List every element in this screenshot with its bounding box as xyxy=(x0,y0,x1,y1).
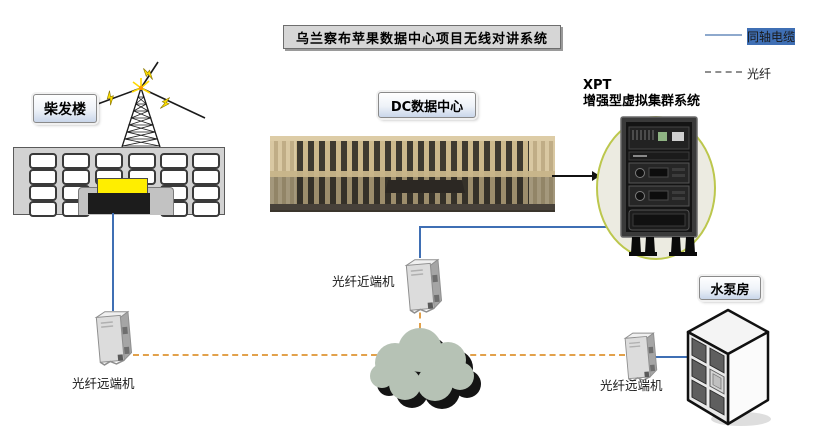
diesel-building xyxy=(13,147,225,217)
coax-line-near-to-rack xyxy=(419,226,620,228)
signal-burst-icon xyxy=(131,78,151,94)
window xyxy=(29,201,57,217)
window xyxy=(192,153,220,169)
fiber-remote-right-label: 光纤远端机 xyxy=(600,378,663,393)
diesel-building-label: 柴发楼 xyxy=(33,94,97,123)
window xyxy=(160,153,188,169)
coax-line-near-vertical xyxy=(419,226,421,258)
window xyxy=(192,201,220,217)
facade-parapet xyxy=(270,136,555,141)
dc-datacenter-label: DC数据中心 xyxy=(378,92,476,118)
facade-base xyxy=(270,204,555,210)
fiber-line-near-to-cloud xyxy=(419,302,421,329)
xpt-title: XPT xyxy=(583,78,612,93)
window xyxy=(192,185,220,201)
dc-datacenter-building xyxy=(270,136,555,212)
window xyxy=(192,169,220,185)
legend-coax-label: 同轴电缆 xyxy=(747,28,796,45)
arrow-head-icon xyxy=(592,171,600,181)
network-cloud-icon xyxy=(370,328,481,409)
window xyxy=(160,169,188,185)
legend-fiber-label: 光纤 xyxy=(747,67,772,81)
facade-band xyxy=(270,171,555,177)
fiber-near-unit-label: 光纤近端机 xyxy=(332,274,395,289)
pump-house-label: 水泵房 xyxy=(699,276,761,300)
arrow-dc-to-rack xyxy=(552,175,594,177)
xpt-subtitle: 增强型虚拟集群系统 xyxy=(583,94,701,109)
window xyxy=(62,153,90,169)
legend-fiber-line-icon xyxy=(705,71,742,73)
fiber-near-unit-icon xyxy=(399,252,448,316)
window xyxy=(95,153,123,169)
fiber-remote-left-icon xyxy=(89,304,138,368)
diagram-title: 乌兰察布苹果数据中心项目无线对讲系统 xyxy=(283,25,561,49)
pump-house-building-icon xyxy=(686,308,771,426)
xpt-server-rack-icon xyxy=(596,116,716,260)
fiber-remote-left-label: 光纤远端机 xyxy=(72,376,135,391)
window xyxy=(29,153,57,169)
xpt-system-label: XPT 增强型虚拟集群系统 xyxy=(583,78,700,110)
window xyxy=(29,169,57,185)
building-door xyxy=(88,193,150,214)
window xyxy=(128,153,156,169)
window xyxy=(62,169,90,185)
legend-coax-line-icon xyxy=(705,34,742,36)
window xyxy=(29,185,57,201)
entrance-canopy xyxy=(385,180,465,193)
coax-line-remote-to-pump xyxy=(656,356,696,358)
coax-line-diesel-to-remote xyxy=(112,213,114,311)
antenna-tower-icon xyxy=(94,61,206,148)
